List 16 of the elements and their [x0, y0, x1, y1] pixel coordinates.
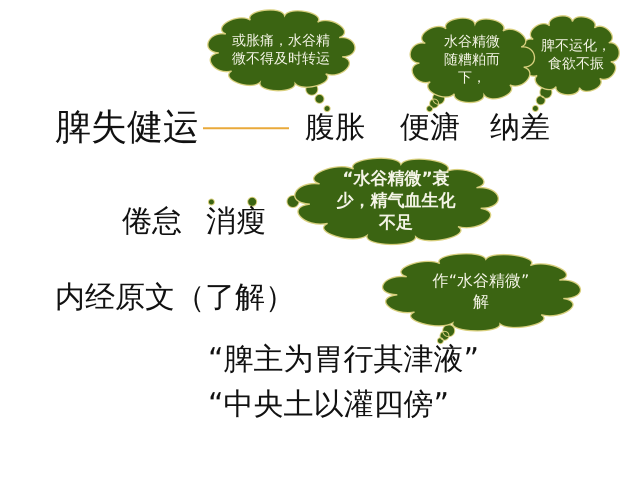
- cloud-text: “水谷精微”衰少，精气血生化不足: [335, 168, 456, 234]
- symptom-text: 倦怠: [122, 205, 182, 240]
- cloud-text: 水谷精微随糟粕而下，: [443, 32, 501, 88]
- connector-line: [203, 127, 289, 130]
- heading-text: 脾失健运: [55, 107, 199, 148]
- symptom-text: 消瘦: [206, 205, 266, 240]
- section-heading: 内经原文（了解）: [55, 281, 295, 316]
- cloud-text: 或胀痛，水谷精微不得及时转运: [231, 32, 331, 68]
- quote-text: “中央土以灌四傍”: [208, 388, 450, 422]
- cloud-text: 作“水谷精微”解: [432, 271, 530, 313]
- symptom-text: 腹胀: [305, 111, 365, 146]
- quote-text: “脾主为胃行其津液”: [208, 343, 480, 378]
- cloud-text: 脾不运化，食欲不振: [540, 36, 612, 74]
- symptom-text: 便溏: [400, 111, 460, 146]
- thought-bubble-tail: [208, 195, 300, 208]
- symptom-text: 纳差: [490, 111, 550, 146]
